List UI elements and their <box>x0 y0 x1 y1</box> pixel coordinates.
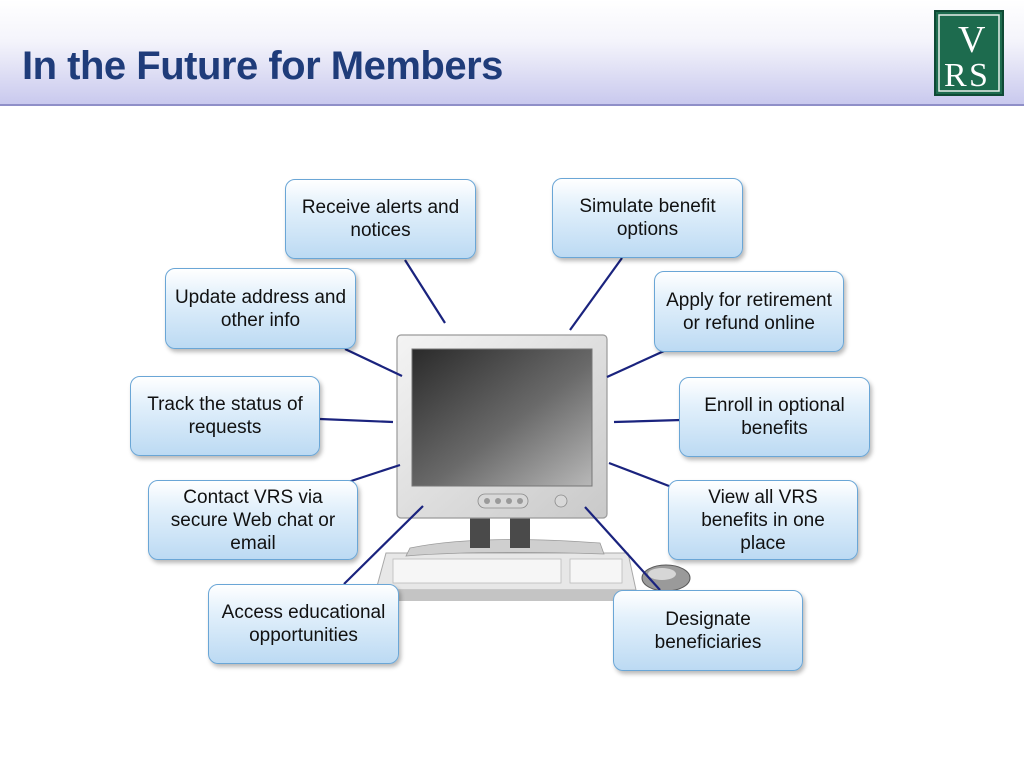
connector-line <box>584 506 661 591</box>
svg-text:R: R <box>944 57 967 94</box>
svg-text:S: S <box>969 57 988 94</box>
bubble-contact-vrs: Contact VRS via secure Web chat or email <box>148 480 358 560</box>
computer-monitor-icon <box>396 334 608 519</box>
connector-line <box>344 348 403 377</box>
bubble-receive-alerts: Receive alerts and notices <box>285 179 476 259</box>
monitor-stand <box>405 513 605 557</box>
bubble-designate-beneficiaries: Designate beneficiaries <box>613 590 803 671</box>
connector-line <box>404 259 446 324</box>
connector-line <box>606 349 665 379</box>
connector-line <box>343 505 424 585</box>
connector-line <box>319 417 394 424</box>
connector-line <box>344 463 401 485</box>
bubble-simulate-benefit: Simulate benefit options <box>552 178 743 258</box>
connector-line <box>613 418 682 424</box>
bubble-track-status: Track the status of requests <box>130 376 320 456</box>
connector-line <box>608 461 670 488</box>
bubble-access-educational: Access educational opportunities <box>208 584 399 664</box>
bubble-update-address: Update address and other info <box>165 268 356 349</box>
connector-line <box>569 257 623 331</box>
bubble-view-benefits: View all VRS benefits in one place <box>668 480 858 560</box>
slide-title: In the Future for Members <box>22 44 503 88</box>
svg-text:V: V <box>958 19 986 61</box>
vrs-logo-icon: V R S <box>934 10 1004 96</box>
bubble-apply-retirement: Apply for retirement or refund online <box>654 271 844 352</box>
keyboard-icon <box>375 552 637 601</box>
bubble-enroll-optional: Enroll in optional benefits <box>679 377 870 457</box>
slide-header <box>0 0 1024 106</box>
